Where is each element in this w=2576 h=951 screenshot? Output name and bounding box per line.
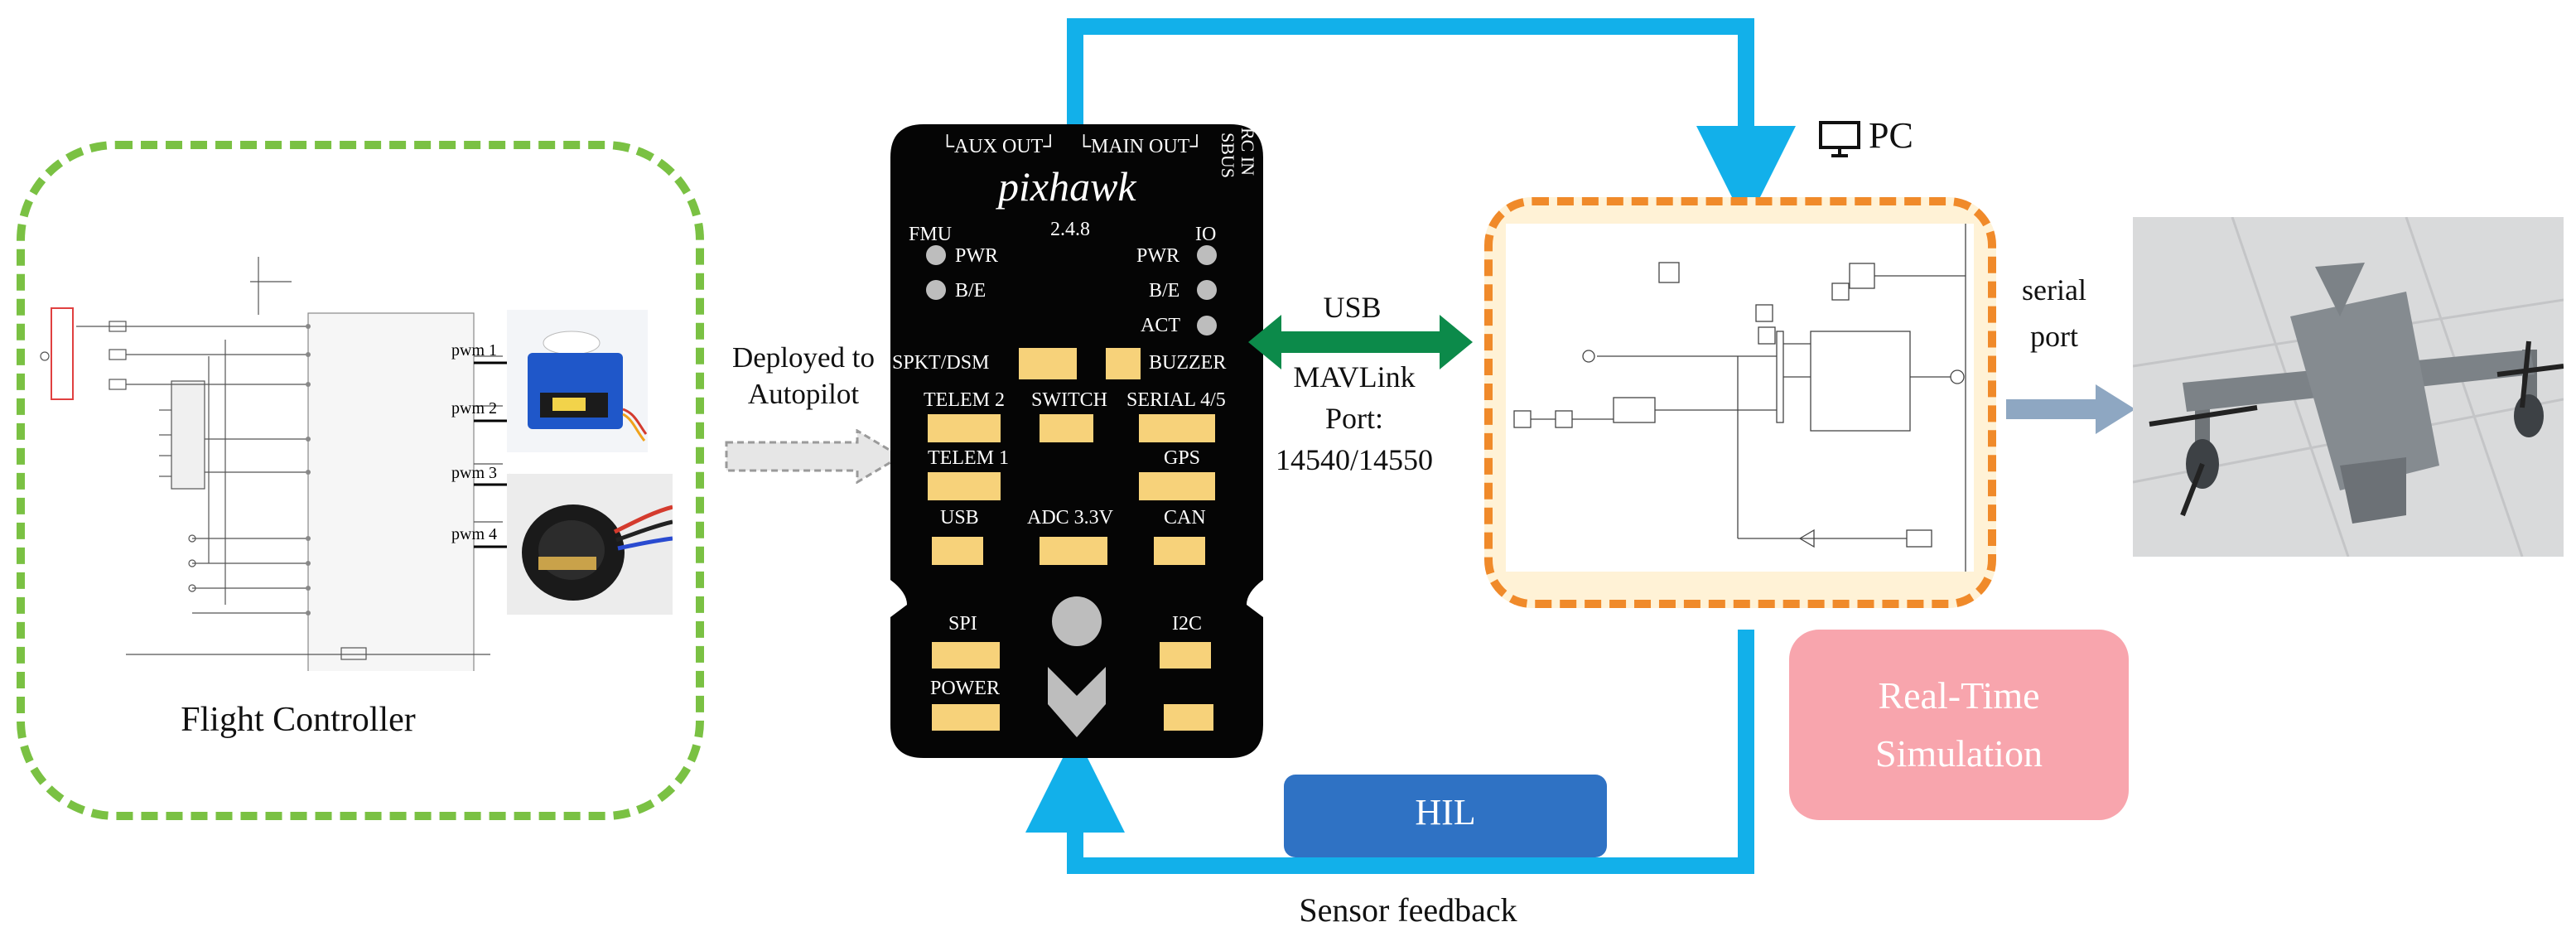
version-label: 2.4.8 bbox=[1050, 219, 1090, 240]
pwr-led-right bbox=[1197, 245, 1217, 265]
serial-arrow bbox=[2006, 384, 2135, 434]
serial45-port bbox=[1139, 414, 1215, 442]
pwr-left-label: PWR bbox=[955, 245, 998, 267]
be-led-left bbox=[926, 280, 946, 300]
usb-link-label: USB bbox=[1323, 291, 1382, 324]
spkt-dsm-label: SPKT/DSM bbox=[892, 352, 989, 374]
real-time-simulation-box bbox=[1789, 630, 2129, 820]
fmu-label: FMU bbox=[909, 224, 952, 245]
pixhawk-button bbox=[1052, 596, 1102, 646]
pwm-label-3: pwm 3 bbox=[451, 464, 497, 482]
sbus-label: SBUS bbox=[1218, 133, 1238, 178]
serial-port-label: serial port bbox=[2004, 267, 2104, 360]
be-led-right bbox=[1197, 280, 1217, 300]
serial-line1: serial bbox=[2022, 273, 2086, 307]
adc-label: ADC 3.3V bbox=[1027, 507, 1114, 529]
act-label: ACT bbox=[1141, 315, 1180, 336]
extra-port bbox=[1164, 704, 1213, 731]
be-right-label: B/E bbox=[1149, 280, 1179, 302]
flight-controller-caption: Flight Controller bbox=[181, 701, 416, 739]
pwm-label-4: pwm 4 bbox=[451, 525, 497, 543]
pwm-label-2: pwm 2 bbox=[451, 399, 497, 418]
hil-box bbox=[1284, 775, 1607, 857]
spi-port bbox=[932, 642, 1000, 669]
flight-controller-group bbox=[17, 141, 704, 820]
adc-port bbox=[1040, 537, 1107, 565]
telem2-label: TELEM 2 bbox=[924, 389, 1005, 411]
pixhawk-board: └AUX OUT┘ └MAIN OUT┘ SBUS RC IN pixhawk … bbox=[890, 124, 1263, 758]
real-time-simulation-label: Real-Time Simulation bbox=[1789, 667, 2129, 783]
main-out-label: └MAIN OUT┘ bbox=[1077, 134, 1204, 157]
spkt-port bbox=[1019, 348, 1077, 379]
serial-line2: port bbox=[2030, 320, 2078, 353]
simulink-plant-model bbox=[1506, 224, 1974, 572]
mavlink-line1: MAVLink bbox=[1293, 360, 1416, 393]
i2c-label: I2C bbox=[1172, 613, 1202, 635]
rts-line2: Simulation bbox=[1875, 732, 2043, 775]
mavlink-line2: Port: bbox=[1324, 402, 1383, 435]
monitor-icon bbox=[1819, 121, 1860, 157]
mavlink-label: MAVLink Port: 14540/14550 bbox=[1238, 356, 1470, 480]
deploy-label-line2: Autopilot bbox=[747, 378, 860, 410]
switch-label: SWITCH bbox=[1031, 389, 1107, 411]
red-subsystem bbox=[51, 307, 74, 400]
can-label: CAN bbox=[1164, 507, 1206, 529]
servo-motor-image bbox=[507, 310, 648, 452]
telem1-label: TELEM 1 bbox=[928, 447, 1009, 469]
pwm-label-1: pwm 1 bbox=[451, 341, 497, 360]
arrow-emblem bbox=[1048, 667, 1106, 737]
telem2-port bbox=[928, 414, 1001, 442]
io-label: IO bbox=[1195, 224, 1216, 245]
pc-label: PC bbox=[1869, 115, 1913, 156]
spi-label: SPI bbox=[948, 613, 977, 635]
sensor-feedback-label: Sensor feedback bbox=[1299, 891, 1517, 929]
buzzer-port bbox=[1106, 348, 1141, 379]
deploy-label: Deployed to Autopilot bbox=[700, 340, 907, 413]
mavlink-line3: 14540/14550 bbox=[1275, 443, 1433, 476]
tiltrotor-drone-image bbox=[2133, 217, 2564, 557]
usb-double-arrow bbox=[1248, 315, 1473, 369]
deploy-label-line1: Deployed to bbox=[731, 341, 876, 374]
power-port bbox=[932, 704, 1000, 731]
serial45-label: SERIAL 4/5 bbox=[1126, 389, 1226, 411]
pwr-right-label: PWR bbox=[1136, 245, 1179, 267]
gps-label: GPS bbox=[1164, 447, 1200, 469]
switch-port bbox=[1040, 414, 1093, 442]
pwr-led-left bbox=[926, 245, 946, 265]
usb-port bbox=[932, 537, 983, 565]
deploy-arrow bbox=[725, 429, 903, 484]
simulink-model-diagram bbox=[40, 257, 515, 671]
brushless-motor-image bbox=[507, 474, 673, 615]
rts-line1: Real-Time bbox=[1878, 674, 2040, 717]
power-label: POWER bbox=[930, 678, 1000, 699]
usb-port-label: USB bbox=[940, 507, 979, 529]
pixhawk-brand: pixhawk bbox=[996, 163, 1136, 210]
gps-port bbox=[1139, 472, 1215, 500]
i2c-port bbox=[1160, 642, 1211, 669]
aux-out-label: └AUX OUT┘ bbox=[940, 134, 1057, 157]
buzzer-label: BUZZER bbox=[1149, 352, 1226, 374]
hil-label: HIL bbox=[1415, 792, 1476, 833]
telem1-port bbox=[928, 472, 1001, 500]
rc-in-label: RC IN bbox=[1237, 128, 1258, 176]
can-port bbox=[1154, 537, 1205, 565]
act-led bbox=[1197, 316, 1217, 336]
be-left-label: B/E bbox=[955, 280, 986, 302]
